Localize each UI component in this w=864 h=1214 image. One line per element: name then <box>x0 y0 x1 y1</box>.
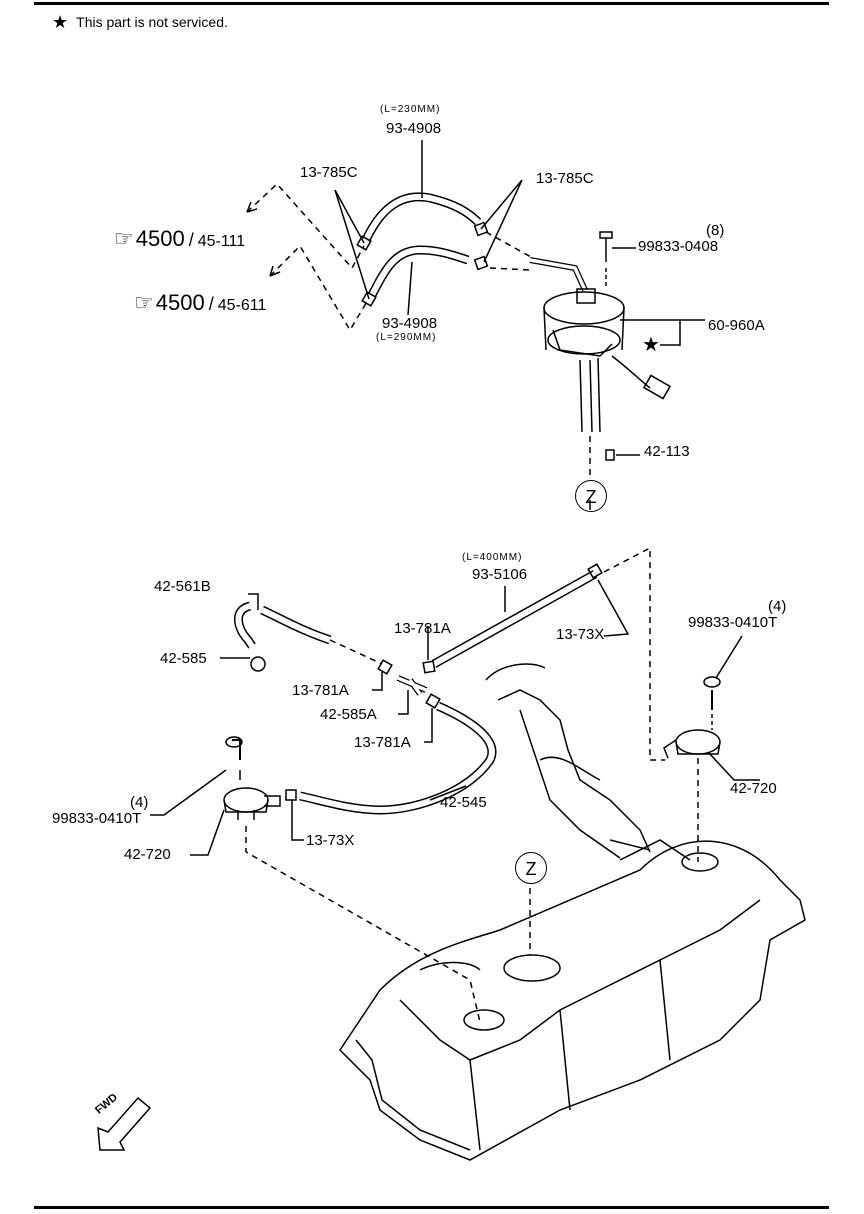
ref-4500-45-611[interactable]: ☞ 4500 / 45-611 <box>134 290 266 316</box>
label-screw-left: 99833-0410T <box>52 810 142 827</box>
ref-page: 45-111 <box>197 233 246 250</box>
label-clamp-upper-right: 13-785C <box>536 170 594 187</box>
ref-slash: / <box>208 294 214 314</box>
hose-42-545 <box>299 701 497 815</box>
ref-4500-45-111[interactable]: ☞ 4500 / 45-111 <box>114 226 245 252</box>
label-hose-upper: 93-4908 <box>386 120 442 137</box>
label-clamp-781a-low: 13-781A <box>354 734 411 751</box>
label-clamp-781a-top: 13-781A <box>394 620 451 637</box>
label-len-290: (L=290MM) <box>376 332 437 343</box>
fuel-tank <box>339 500 806 1161</box>
hose-93-4908-upper <box>361 192 482 242</box>
label-valve-right: 42-720 <box>730 780 777 797</box>
label-len-230: (L=230MM) <box>380 104 441 115</box>
ref-slash: / <box>188 230 194 250</box>
label-joint-585a: 42-585A <box>320 706 377 723</box>
pointing-hand-icon: ☞ <box>114 226 134 251</box>
label-screw-right: 99833-0410T <box>688 614 778 631</box>
z-marker-tank: Z <box>515 852 547 884</box>
label-screw-qty-4-left: (4) <box>130 794 149 811</box>
label-screw-qty-8: (8) <box>706 222 725 239</box>
ref-page: 45-611 <box>217 297 267 314</box>
screw-99833-0408 <box>599 231 636 286</box>
bottom-rule <box>34 1206 829 1209</box>
label-hose-561b: 42-561B <box>154 578 211 595</box>
label-clamp-73x-top: 13-73X <box>556 626 605 643</box>
star-icon: ★ <box>52 12 69 32</box>
label-len-400: (L=400MM) <box>462 552 523 563</box>
not-serviced-note: ★ This part is not serviced. <box>52 12 228 32</box>
valve-42-720-left <box>150 736 481 1023</box>
label-screw-qty-4-right: (4) <box>768 598 787 615</box>
label-screw-top: 99833-0408 <box>638 238 719 255</box>
filler-neck <box>485 663 651 859</box>
ref-section: 4500 <box>155 290 205 315</box>
label-hose-lower: 93-4908 <box>382 315 438 332</box>
valve-42-720-right <box>663 635 760 862</box>
label-valve-left: 42-720 <box>124 846 171 863</box>
fwd-arrow-icon <box>97 1096 152 1151</box>
note-text: This part is not serviced. <box>76 14 228 30</box>
label-hose-545: 42-545 <box>440 794 487 811</box>
top-rule <box>34 2 829 5</box>
ref-section: 4500 <box>135 226 185 251</box>
label-plug: 42-113 <box>644 443 690 460</box>
z-marker-top: Z <box>575 480 607 512</box>
label-clamp-73x-low: 13-73X <box>306 832 355 849</box>
hose-42-561b <box>234 601 332 649</box>
hose-93-4908-lower <box>368 245 470 298</box>
label-pump-unit: 60-960A <box>708 317 765 334</box>
label-hose-long: 93-5106 <box>472 566 528 583</box>
label-clip-585: 42-585 <box>160 650 207 667</box>
label-clamp-781a-mid: 13-781A <box>292 682 349 699</box>
fuel-pump-unit <box>529 257 705 433</box>
not-serviced-star-icon: ★ <box>642 334 660 356</box>
label-clamp-upper-left: 13-785C <box>300 164 358 181</box>
pointing-hand-icon: ☞ <box>134 290 154 315</box>
hose-93-5106 <box>431 570 598 668</box>
